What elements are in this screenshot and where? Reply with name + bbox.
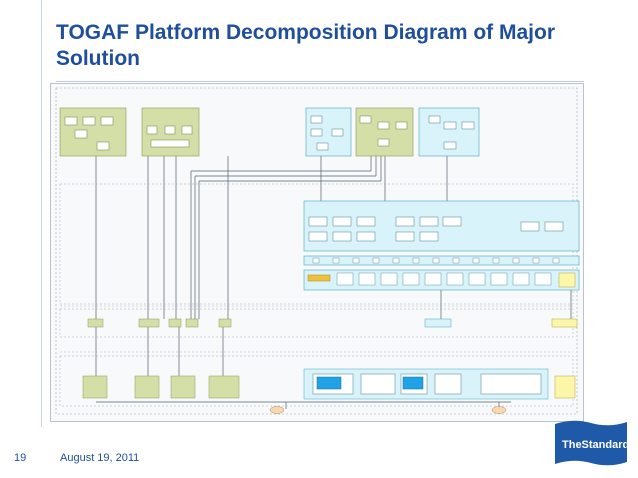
- cyan-group-2: [418, 107, 480, 157]
- cyan-strip: [303, 255, 580, 266]
- cyan-row-with-highlight: [303, 269, 580, 291]
- title-divider: [56, 81, 584, 82]
- green-group-2: [141, 107, 200, 157]
- green-group-1: [59, 107, 127, 157]
- bottom-row: [82, 368, 576, 400]
- company-logo: TheStandard: [555, 420, 629, 466]
- logo-text: TheStandard: [562, 439, 629, 451]
- left-rail: [41, 0, 42, 427]
- cyan-group-1: [305, 107, 352, 157]
- page-number: 19: [14, 452, 27, 464]
- slide-date: August 19, 2011: [60, 452, 140, 464]
- infrastructure-row: [87, 318, 578, 328]
- slide-title: TOGAF Platform Decomposition Diagram of …: [56, 21, 555, 70]
- platform-decomposition-diagram: [50, 83, 584, 422]
- green-group-3: [355, 107, 414, 157]
- cyan-component-group: [303, 200, 580, 252]
